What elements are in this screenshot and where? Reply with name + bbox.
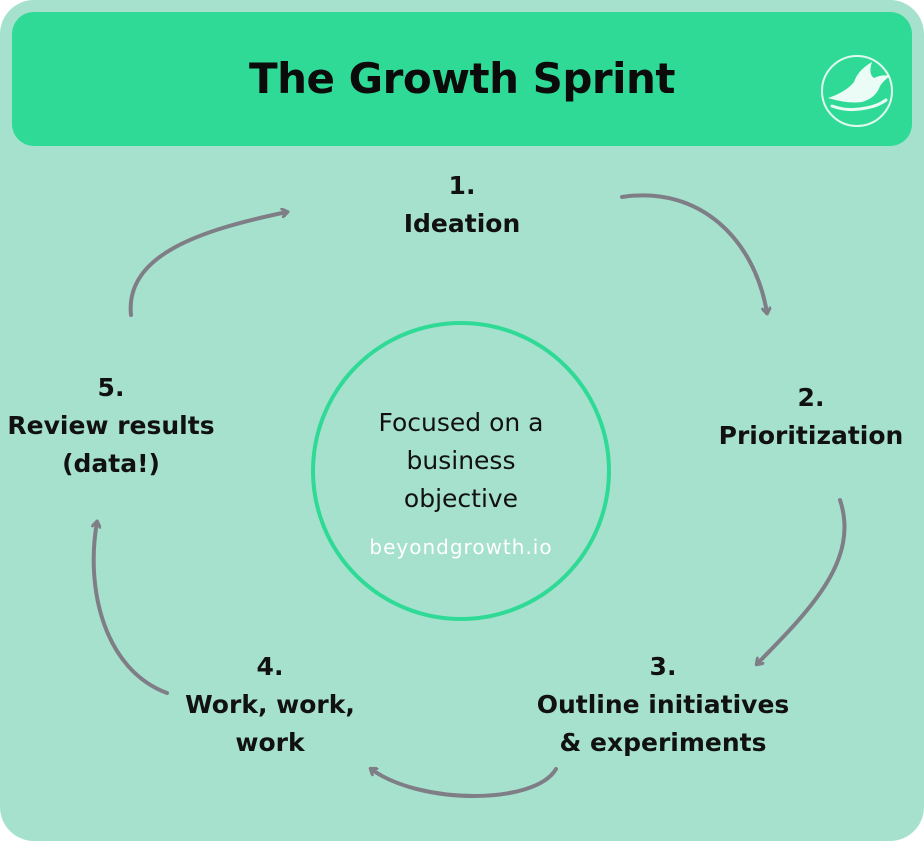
step-number: 4.	[256, 652, 284, 681]
step-label: Prioritization	[718, 421, 904, 450]
objective-text: Focused on a business objective	[378, 408, 544, 513]
arrow-work-to-review	[94, 522, 169, 695]
bird-icon	[821, 55, 893, 127]
objective-circle	[311, 321, 611, 621]
step-number: 3.	[649, 652, 677, 681]
step-label: Work, work, work	[185, 690, 355, 757]
step-label: Outline initiatives & experiments	[536, 690, 790, 757]
step-label: Ideation	[403, 209, 521, 238]
step-prioritization: 2. Prioritization	[700, 379, 922, 455]
step-ideation: 1. Ideation	[362, 167, 562, 243]
header-banner: The Growth Sprint	[12, 12, 912, 146]
step-review: 5. Review results (data!)	[0, 369, 222, 483]
arrow-ideation-to-prioritization	[620, 193, 767, 313]
step-number: 1.	[448, 171, 476, 200]
step-number: 2.	[797, 383, 825, 412]
step-work: 4. Work, work, work	[150, 648, 390, 762]
site-watermark: beyondgrowth.io	[369, 535, 553, 559]
step-number: 5.	[97, 373, 125, 402]
arrow-outline-to-work	[371, 769, 558, 798]
arrow-review-to-ideation	[128, 212, 287, 317]
step-label: Review results (data!)	[7, 411, 215, 478]
step-outline: 3. Outline initiatives & experiments	[502, 648, 824, 762]
page-title: The Growth Sprint	[249, 54, 676, 103]
arrow-prioritization-to-outline	[757, 498, 847, 664]
